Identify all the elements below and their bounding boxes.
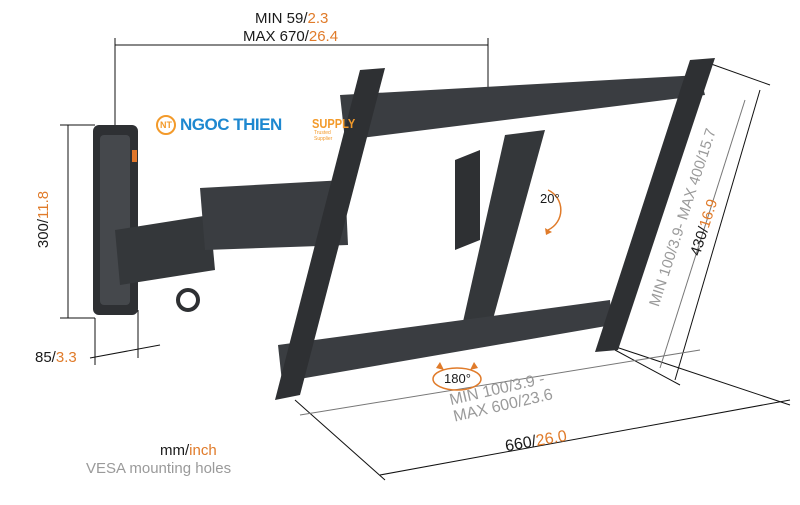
arm-max-label: MAX 670/26.4 xyxy=(243,28,339,45)
logo-name: NGOC THIEN xyxy=(180,115,282,134)
mount-illustration xyxy=(93,58,715,400)
arm-upper xyxy=(200,180,348,250)
unit-legend: mm/inch xyxy=(160,442,217,459)
left-vesa-arm xyxy=(275,68,385,400)
logo-tagline: Trusted Supplier xyxy=(314,130,333,142)
wall-height-label: 300/11.8 xyxy=(35,190,53,249)
right-vesa-arm xyxy=(595,58,715,352)
arm-lower xyxy=(115,215,215,285)
logo-suffix: SUPPLY xyxy=(312,116,356,131)
bottom-rail xyxy=(278,300,612,382)
wall-plate-tab xyxy=(132,150,137,162)
top-rail xyxy=(340,75,705,140)
wall-depth-label: 85/3.3 xyxy=(35,349,77,366)
tilt-label: 20° xyxy=(540,191,560,206)
brand-logo: NT NGOC THIEN SUPPLY Trusted Supplier xyxy=(156,115,355,142)
vesa-legend: VESA mounting holes xyxy=(86,460,232,477)
tilt-arrow-icon xyxy=(545,189,562,235)
swivel-label: 180° xyxy=(444,371,471,386)
swivel-arrow-icon xyxy=(432,362,482,391)
arm-min-label: MIN 59/2.3 xyxy=(255,10,329,27)
logo-badge: NT xyxy=(156,115,176,135)
tilt-bracket xyxy=(460,130,545,335)
